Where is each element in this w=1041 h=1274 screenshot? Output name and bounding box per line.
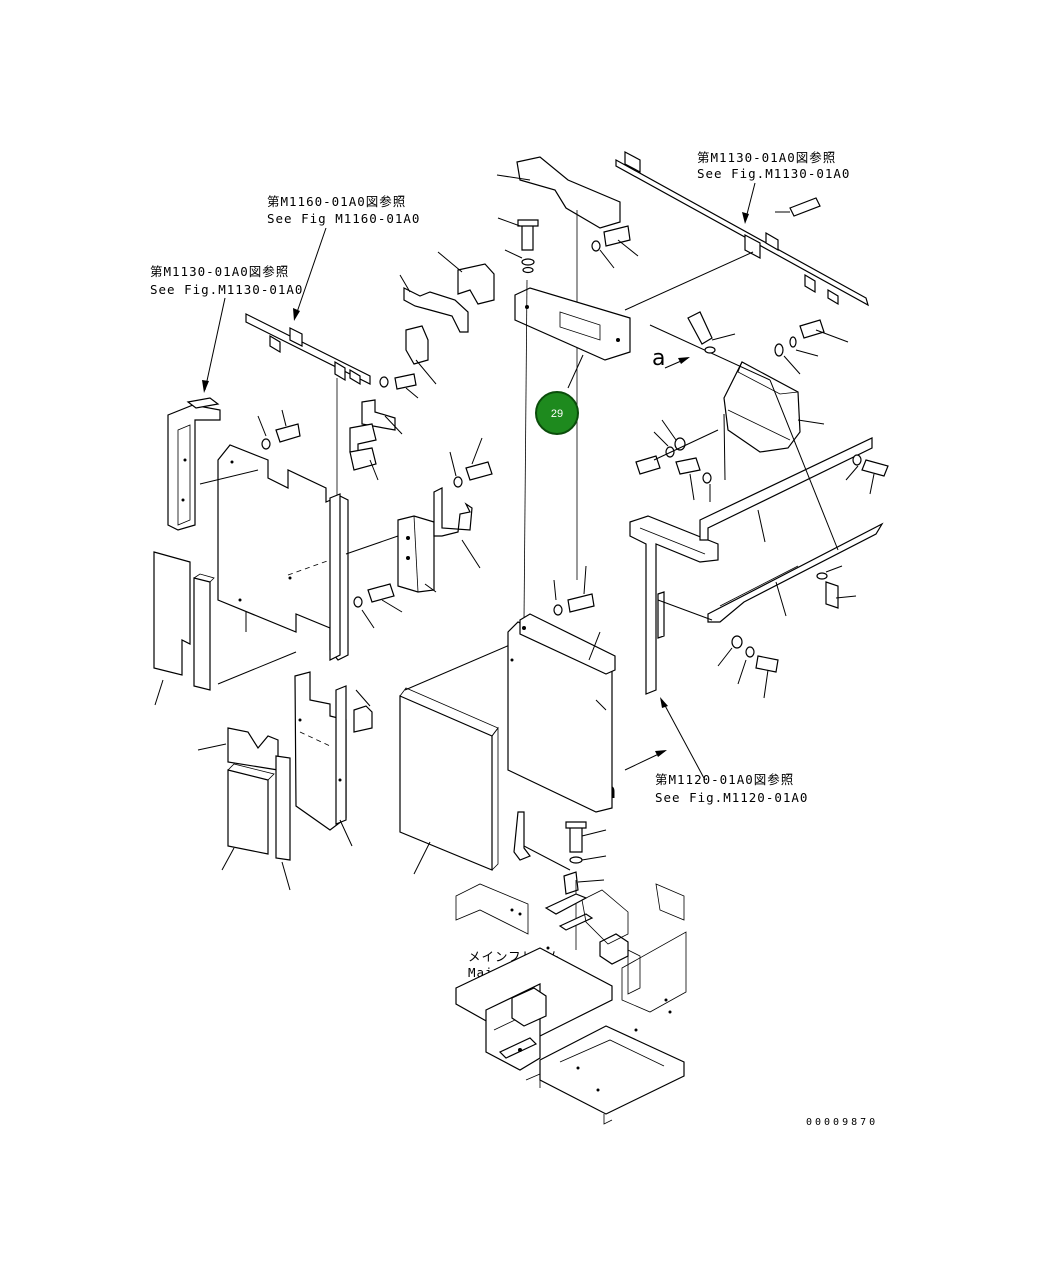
ref-top-left-jp: 第M1130-01A0図参照 (150, 264, 289, 279)
left-rail (245, 313, 371, 498)
middle-bracket (294, 671, 373, 847)
right-hardware (635, 419, 889, 699)
part-29-label: 29 (551, 408, 563, 420)
bottom-clips (513, 811, 607, 950)
left-post (167, 397, 221, 531)
center-right-panel (507, 613, 616, 813)
upper-brackets (349, 251, 495, 481)
center-hardware (257, 409, 595, 629)
top-plate (496, 156, 621, 580)
drawing-number: 00009870 (806, 1117, 878, 1128)
main-frame (455, 883, 687, 1125)
ref-right-mid-jp: 第M1120-01A0図参照 (655, 772, 794, 787)
right-bars (657, 437, 884, 623)
right-bracket-cluster (649, 311, 849, 551)
center-block (345, 487, 481, 593)
left-panel (199, 444, 349, 661)
part-29-badge (535, 391, 579, 435)
front-panel (399, 643, 513, 875)
top-right-rail (615, 151, 869, 311)
right-post (629, 515, 719, 695)
lower-left-pads (197, 727, 291, 891)
ref-top-center[interactable]: 第M1160-01A0図参照 See Fig M1160-01A0 (267, 194, 420, 226)
ref-top-right[interactable]: 第M1130-01A0図参照 See Fig.M1130-01A0 (697, 150, 850, 181)
ref-top-right-jp: 第M1130-01A0図参照 (697, 150, 836, 165)
ref-right-mid[interactable]: 第M1120-01A0図参照 See Fig.M1120-01A0 (655, 772, 808, 805)
view-mark-upper: a (652, 346, 665, 371)
ref-top-right-en: See Fig.M1130-01A0 (697, 166, 850, 181)
part-29-callout[interactable]: 29 (535, 391, 579, 435)
ref-top-left-en: See Fig.M1130-01A0 (150, 282, 303, 297)
ref-top-left[interactable]: 第M1130-01A0図参照 See Fig.M1130-01A0 (150, 264, 303, 297)
left-pads (153, 551, 297, 706)
ref-top-center-en: See Fig M1160-01A0 (267, 211, 420, 226)
center-bracket (497, 217, 639, 621)
ref-top-center-jp: 第M1160-01A0図参照 (267, 194, 406, 209)
ref-arrows (202, 182, 756, 781)
ref-right-mid-en: See Fig.M1120-01A0 (655, 790, 808, 805)
